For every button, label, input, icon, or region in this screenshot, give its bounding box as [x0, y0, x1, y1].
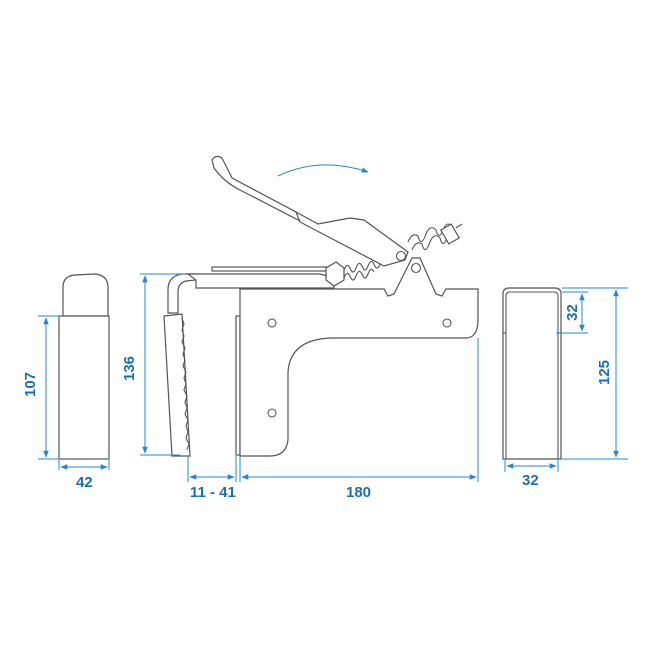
rotation-arrow: [277, 164, 369, 177]
dimension-11-41: [187, 456, 237, 482]
label-32-width: 32: [522, 472, 539, 489]
label-11-41: 11 - 41: [190, 484, 236, 501]
main-body: [239, 257, 479, 457]
top-rails: [186, 266, 335, 289]
movable-jaw: [163, 273, 197, 457]
dimension-180: [239, 338, 479, 482]
label-180: 180: [346, 484, 372, 501]
spring-upper: [407, 223, 463, 251]
dimension-42: [58, 460, 110, 470]
label-42: 42: [76, 474, 93, 491]
dimension-32-offset: [556, 291, 588, 334]
dimension-125: [562, 287, 628, 460]
lever-handle: [211, 155, 409, 267]
right-channel: [502, 287, 562, 460]
dimension-107: [38, 315, 60, 460]
left-block: [58, 273, 110, 460]
label-32-offset: 32: [563, 304, 581, 321]
dimension-136: [140, 273, 186, 456]
dimension-32-width: [504, 460, 559, 472]
label-136: 136: [121, 355, 139, 382]
label-107: 107: [22, 371, 40, 398]
spring-lower: [325, 260, 381, 287]
label-125: 125: [596, 359, 614, 386]
